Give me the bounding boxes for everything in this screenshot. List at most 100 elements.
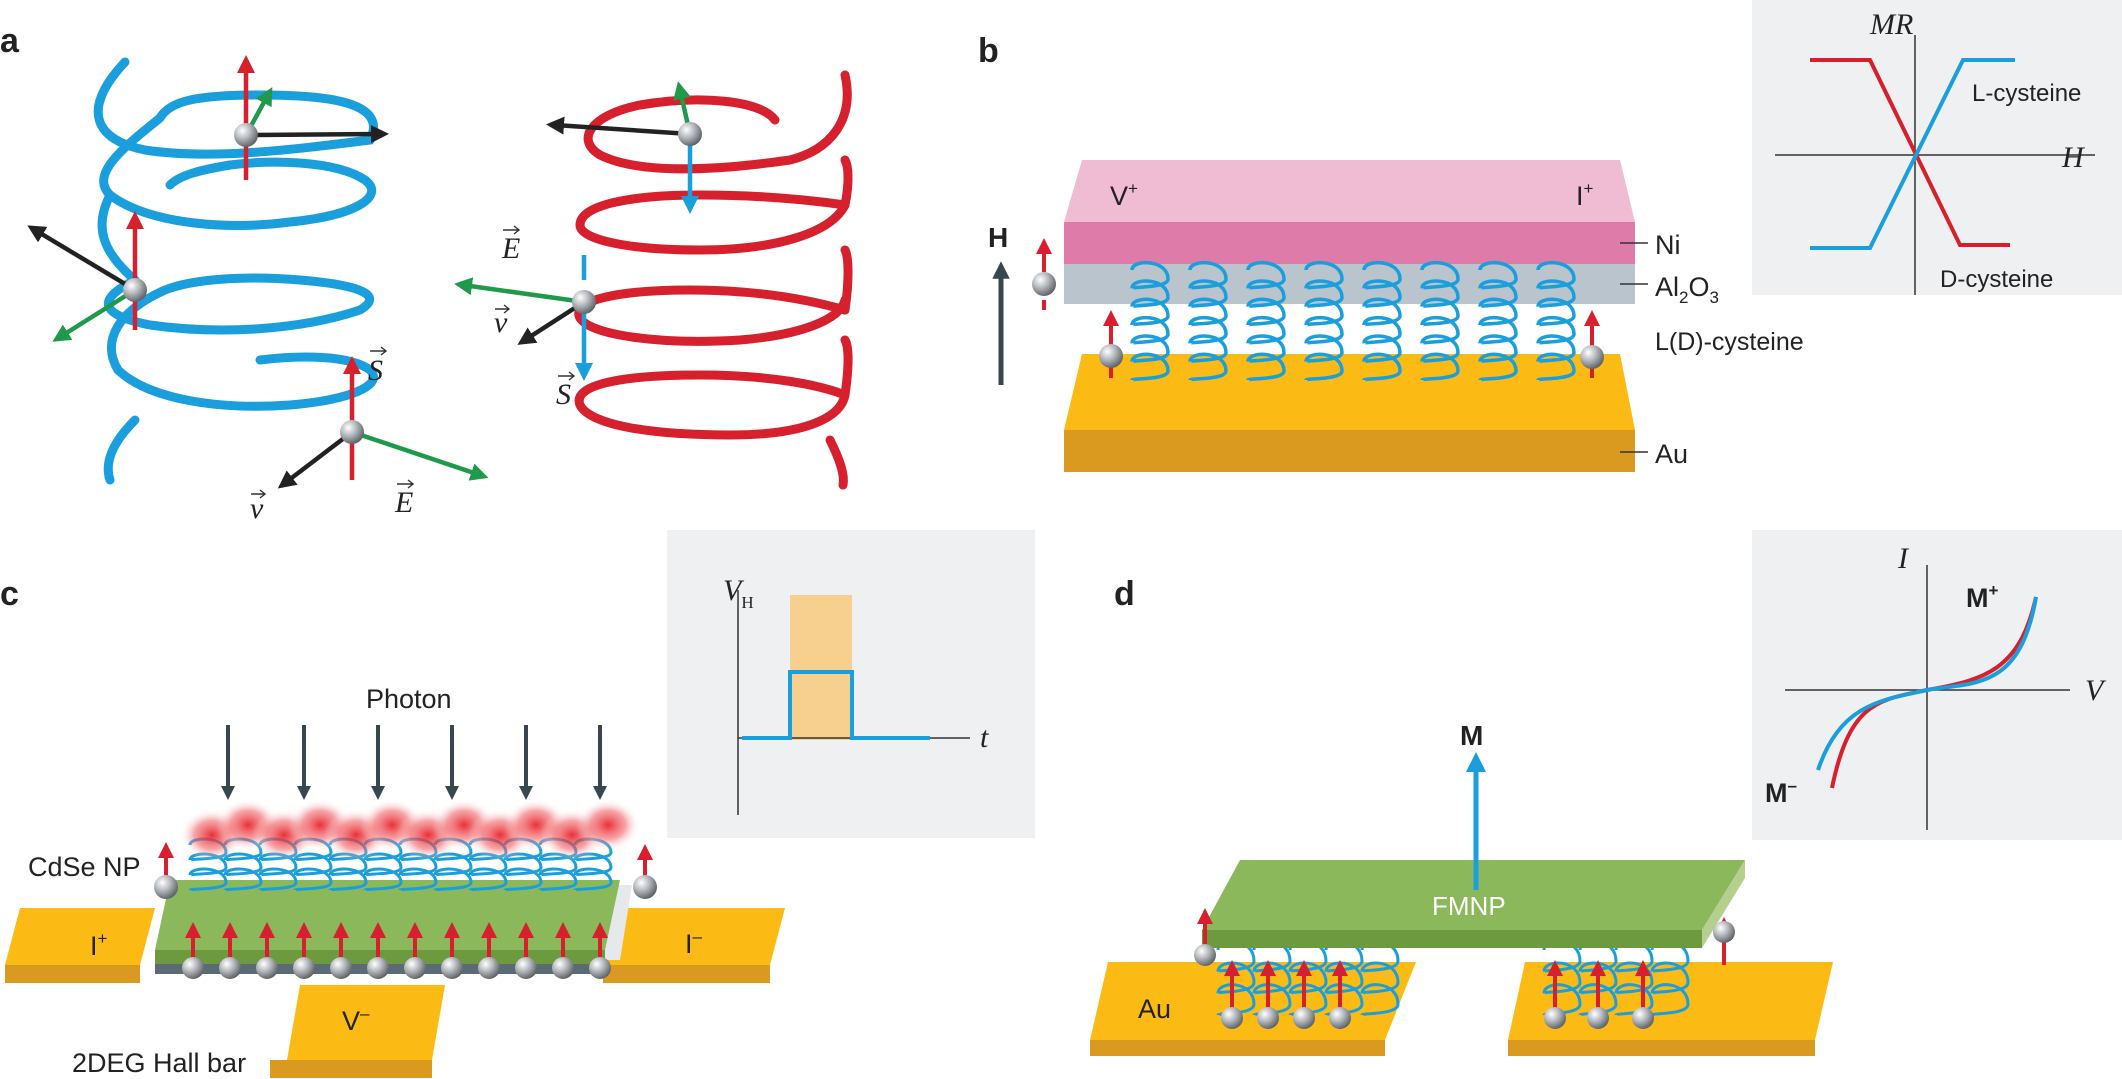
right-helix-electrons xyxy=(572,122,702,314)
m-minus-curve xyxy=(1816,596,2038,771)
d-cysteine-label: D-cysteine xyxy=(1940,266,2053,293)
au-label: Au xyxy=(1138,994,1171,1024)
cysteine-helix xyxy=(1216,939,1256,1017)
field-label-left: E xyxy=(394,486,413,519)
electron xyxy=(330,957,352,979)
i-plus-pad xyxy=(5,908,155,965)
h-field-label: H xyxy=(988,222,1008,253)
mr-axis-label: MR xyxy=(1869,8,1913,41)
photon-arrows xyxy=(221,725,607,800)
fmnp-side xyxy=(1202,930,1702,948)
vec-arrow xyxy=(251,489,267,499)
al2o3-label: Al2O3 xyxy=(1655,272,1719,307)
i-axis-label: I xyxy=(1897,542,1910,575)
cdse-label: CdSe NP xyxy=(28,852,141,882)
electron xyxy=(552,957,574,979)
cysteine-helix xyxy=(433,837,473,892)
electron xyxy=(404,957,426,979)
au-electrode-side xyxy=(1064,430,1635,472)
ni-label: Ni xyxy=(1655,230,1681,260)
vec-arrow xyxy=(370,346,388,356)
electron xyxy=(293,957,315,979)
panel-label-c: c xyxy=(0,575,19,613)
au-label: Au xyxy=(1655,439,1688,469)
pulse-fill xyxy=(790,595,852,740)
m-minus-label: M– xyxy=(1765,776,1797,808)
cysteine-label: L(D)-cysteine xyxy=(1655,328,1804,356)
v-minus-pad-side xyxy=(270,1060,432,1078)
cysteine-helix xyxy=(1360,939,1400,1017)
vec-arrow xyxy=(495,304,511,314)
left-helix-vectors xyxy=(27,55,489,489)
electron xyxy=(1544,1007,1566,1029)
velocity-label-right: v xyxy=(494,306,508,339)
panel-label-d: d xyxy=(1114,575,1135,613)
spin-label-right: S xyxy=(556,378,571,411)
cysteine-helix xyxy=(1614,939,1654,1017)
panel-a: a xyxy=(0,22,853,525)
panel-label-b: b xyxy=(978,32,999,70)
inset-bg xyxy=(1752,530,2122,840)
electron xyxy=(1293,1007,1315,1029)
spin-electrons-b xyxy=(1032,238,1604,378)
field-label-right: E xyxy=(501,232,520,265)
ni-top xyxy=(1064,160,1635,222)
cdse-glow xyxy=(180,799,640,861)
panel-d: d I V M+ M– FMNP M xyxy=(1090,530,2122,1056)
ni-layer xyxy=(1064,222,1635,264)
vec-arrow xyxy=(397,479,415,489)
v-minus-pad xyxy=(287,985,445,1060)
hall-pulse-curve xyxy=(742,670,930,740)
fmnp-top xyxy=(1202,860,1745,930)
electron xyxy=(1257,1007,1279,1029)
electron xyxy=(589,957,611,979)
electron xyxy=(1329,1007,1351,1029)
spin-label-left: S xyxy=(368,354,383,387)
m-label: M xyxy=(1460,720,1483,751)
i-plus-label: I+ xyxy=(1576,179,1594,211)
i-plus-label: I+ xyxy=(90,929,108,961)
cysteine-helix xyxy=(293,837,333,892)
left-helix xyxy=(93,57,378,485)
au-pad-right-side xyxy=(1508,1040,1815,1056)
panel-b: b H V+ I+ Ni Al2O3 L(D)-cysteine xyxy=(978,0,2122,472)
velocity-label-left: v xyxy=(250,492,264,525)
inset-bg xyxy=(1752,0,2122,295)
electron xyxy=(1587,1007,1609,1029)
right-helix-vectors xyxy=(454,81,699,381)
m-plus-label: M+ xyxy=(1966,581,1999,613)
electron xyxy=(367,957,389,979)
cysteine-helix xyxy=(1252,939,1292,1017)
spin-electrons-c xyxy=(182,922,611,979)
electron xyxy=(1221,1007,1243,1029)
i-plus-pad-side xyxy=(5,965,140,983)
t-axis-label: t xyxy=(980,721,989,754)
electron xyxy=(256,957,278,979)
panel-c: c VH t xyxy=(0,530,1035,1078)
cysteine-helix xyxy=(363,837,403,892)
cysteine-helix xyxy=(1324,939,1364,1017)
photon-label: Photon xyxy=(366,684,452,714)
v-minus-label: V– xyxy=(342,1004,370,1036)
cysteine-helix xyxy=(1288,939,1328,1017)
fmnp-edge-electrons xyxy=(1194,908,1735,966)
cysteine-helix xyxy=(1578,939,1618,1017)
v-axis-label: V xyxy=(2085,674,2107,707)
v-plus-label: V+ xyxy=(1110,179,1138,211)
cysteine-helix xyxy=(1650,939,1690,1017)
h-axis-label: H xyxy=(2061,141,2086,174)
spin-electrons-d xyxy=(1221,960,1654,1029)
left-helix-electrons xyxy=(123,123,364,444)
electron xyxy=(441,957,463,979)
fmnp-label: FMNP xyxy=(1432,891,1506,921)
cdse-nanoparticle xyxy=(576,799,640,851)
right-helix xyxy=(574,70,853,490)
cysteine-helix xyxy=(573,837,613,892)
inset-iv-plot: I V M+ M– xyxy=(1752,530,2122,840)
cysteine-helices-d xyxy=(1216,939,1690,1017)
l-cysteine-label: L-cysteine xyxy=(1972,80,2081,107)
vh-axis-label: VH xyxy=(723,574,754,612)
cysteine-helix xyxy=(1542,939,1582,1017)
cysteine-helix xyxy=(503,837,543,892)
